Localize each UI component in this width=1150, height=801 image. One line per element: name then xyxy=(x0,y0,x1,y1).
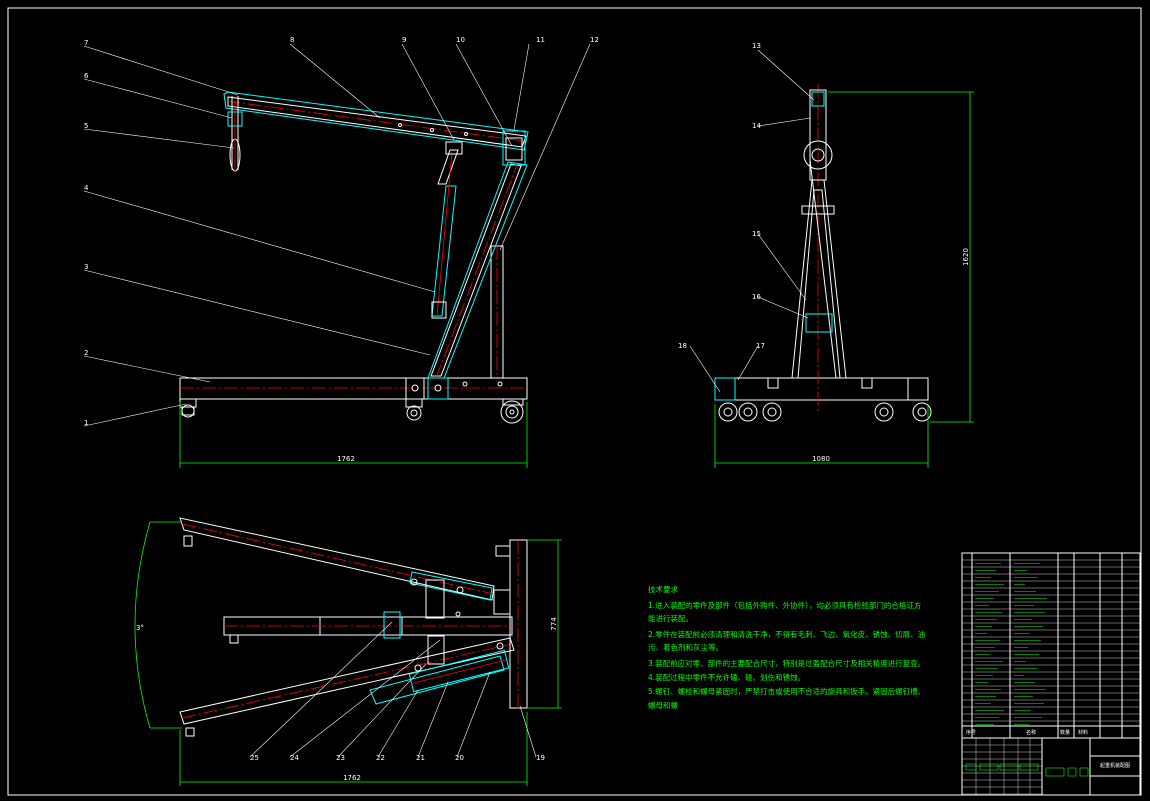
balloon-9: 9 xyxy=(402,36,406,44)
front-width-dimension: 1762 xyxy=(337,455,355,463)
balloon-7: 7 xyxy=(84,39,88,47)
side-base-beam xyxy=(714,377,929,401)
balloon-18: 18 xyxy=(678,342,687,350)
drawing-name: 起重机装配图 xyxy=(1100,762,1130,769)
balloon-25: 25 xyxy=(250,754,259,762)
side-wheel-4 xyxy=(874,402,894,422)
drawing-frame xyxy=(7,7,1142,796)
top-depth-dimension: 774 xyxy=(550,617,558,631)
balloon-8: 8 xyxy=(290,36,294,44)
notes-line-5: 5.螺钉、螺栓和螺母紧固时，严禁打击或使用不合适的旋具和扳手。紧固后螺钉槽、 xyxy=(648,686,925,696)
notes-line-1b: 能进行装配。 xyxy=(648,613,693,623)
balloon-22: 22 xyxy=(376,754,385,762)
balloon-20: 20 xyxy=(455,754,464,762)
parts-name-header: 名称 xyxy=(1026,729,1036,736)
notes-line-2: 2.零件在装配前必须清理和清洗干净，不得有毛刺、飞边、氧化皮、锈蚀、切屑、油 xyxy=(648,629,925,639)
balloon-14: 14 xyxy=(752,122,761,130)
parts-material-header: 材料 xyxy=(1078,729,1088,736)
top-lower-leg xyxy=(179,637,515,725)
caster-wheel-mid xyxy=(406,405,422,421)
parts-qty-header: 数量 xyxy=(1060,729,1070,736)
parts-sequence-header: 序号 xyxy=(966,729,976,736)
balloon-11: 11 xyxy=(536,36,545,44)
technical-notes: 技术要求 1.进入装配的零件及部件（包括外购件、外协件），均必须具有检验部门的合… xyxy=(648,584,925,710)
notes-heading: 技术要求 xyxy=(648,584,678,594)
notes-line-3: 3.装配前应对零、部件的主要配合尺寸，特别是过盈配合尺寸及相关精度进行复查。 xyxy=(648,658,925,668)
balloon-24: 24 xyxy=(290,754,299,762)
balloon-2: 2 xyxy=(84,349,88,357)
front-view: 1762 xyxy=(179,91,529,468)
caster-wheel-right xyxy=(500,400,524,424)
side-view: 1080 1620 xyxy=(714,84,974,468)
front-column xyxy=(427,161,528,379)
top-angle-dimension: 3° xyxy=(136,624,144,632)
balloon-16: 16 xyxy=(752,293,761,301)
front-boom xyxy=(223,91,529,151)
top-column xyxy=(509,539,528,709)
side-wheel-3 xyxy=(762,402,782,422)
front-leaders xyxy=(83,43,591,427)
balloon-23: 23 xyxy=(336,754,345,762)
side-hook-pulley xyxy=(803,140,833,170)
balloon-3: 3 xyxy=(84,263,88,271)
notes-line-1: 1.进入装配的零件及部件（包括外购件、外协件），均必须具有检验部门的合格证方 xyxy=(648,600,922,610)
front-base-beam xyxy=(179,377,528,400)
notes-line-5b: 螺母和螺 xyxy=(648,700,678,710)
notes-line-4: 4.装配过程中零件不允许磕、碰、划伤和锈蚀。 xyxy=(648,672,805,682)
top-width-dimension: 1762 xyxy=(343,774,361,782)
balloon-5: 5 xyxy=(84,122,88,130)
balloon-1: 1 xyxy=(84,419,88,427)
balloon-17: 17 xyxy=(756,342,765,350)
top-view: 3° 1762 774 xyxy=(134,517,562,786)
parts-list: 序号 名称 数量 材料 xyxy=(961,552,1141,739)
side-width-dimension: 1080 xyxy=(812,455,830,463)
balloon-12: 12 xyxy=(590,36,599,44)
title-block: 起重机装配图 xyxy=(961,737,1141,796)
balloon-19: 19 xyxy=(536,754,545,762)
side-mast xyxy=(809,89,827,181)
top-upper-leg xyxy=(179,517,495,601)
side-leaders xyxy=(689,49,815,393)
caster-wheel-left xyxy=(181,404,195,418)
front-hydraulic-cylinder xyxy=(437,149,459,185)
balloon-13: 13 xyxy=(752,42,761,50)
balloon-6: 6 xyxy=(84,72,89,80)
balloon-21: 21 xyxy=(416,754,425,762)
balloon-10: 10 xyxy=(456,36,465,44)
balloon-4: 4 xyxy=(84,184,89,192)
side-wheel-5 xyxy=(912,402,932,422)
side-wheel-2 xyxy=(738,402,758,422)
notes-line-2b: 污、着色剂和灰尘等。 xyxy=(648,642,723,652)
side-wheel-1 xyxy=(718,402,738,422)
side-height-dimension: 1620 xyxy=(962,248,970,266)
balloon-15: 15 xyxy=(752,230,761,238)
top-leaders xyxy=(249,621,537,758)
